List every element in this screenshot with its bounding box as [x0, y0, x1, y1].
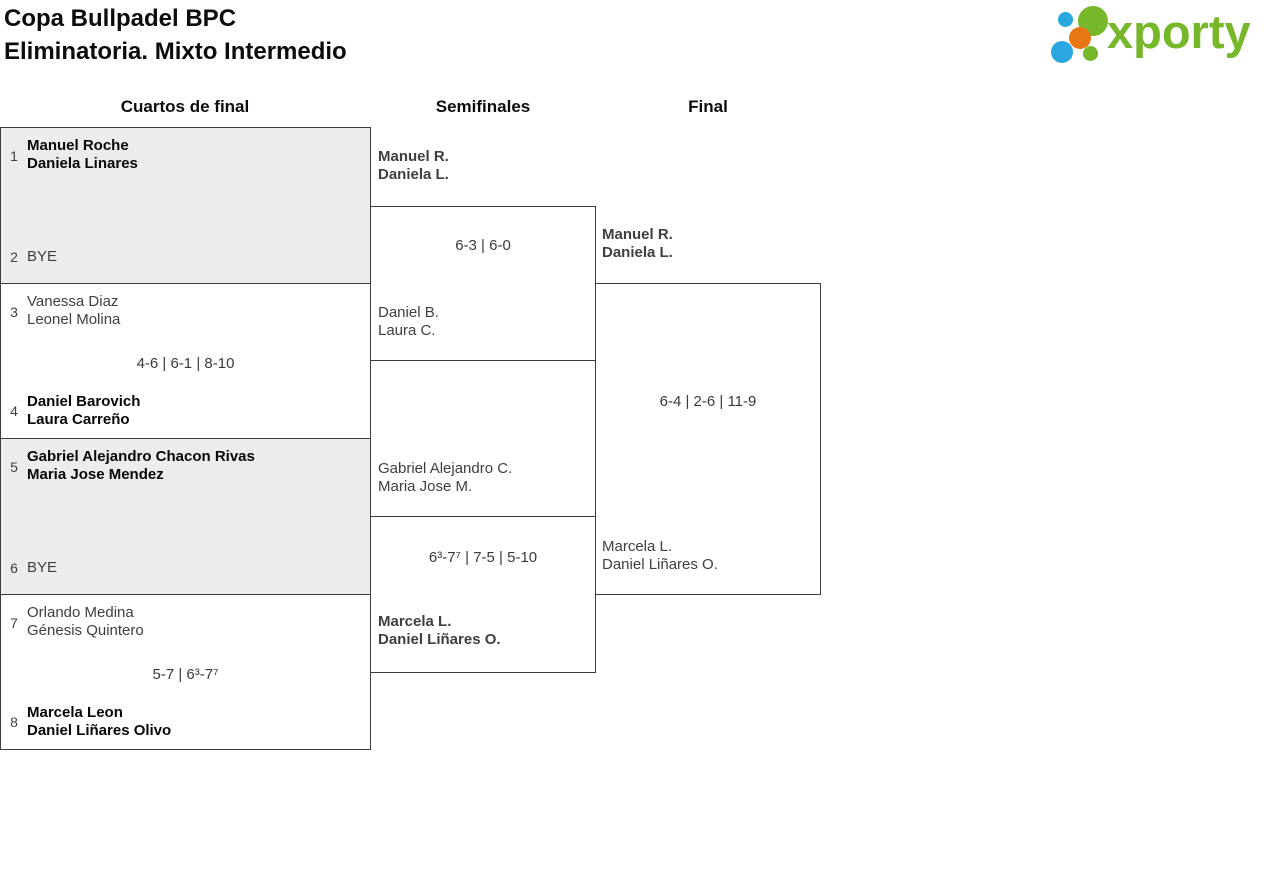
seed-number: 3: [10, 304, 18, 320]
qf-match-3: 5 Gabriel Alejandro Chacon Rivas Maria J…: [0, 438, 371, 595]
player-name: Daniel Liñares O.: [378, 631, 501, 648]
team-pair: Gabriel Alejandro C. Maria Jose M.: [378, 460, 512, 496]
player-name: Gabriel Alejandro C.: [378, 460, 513, 477]
player-name: Manuel Roche: [27, 137, 129, 154]
sf-match-2: [370, 516, 596, 673]
player-name: Maria Jose M.: [378, 478, 473, 495]
bye-label: BYE: [27, 559, 58, 576]
round-header-final: Final: [688, 97, 728, 116]
team-pair: Marcela L. Daniel Liñares O.: [378, 613, 501, 649]
qf-match-4: 7 Orlando Medina Génesis Quintero 5-7 | …: [0, 594, 371, 750]
player-name: Daniela L.: [602, 244, 673, 261]
team-pair: Daniel B. Laura C.: [378, 304, 439, 340]
page-title: Copa Bullpadel BPC Eliminatoria. Mixto I…: [4, 2, 347, 68]
player-name: Daniel Liñares O.: [602, 556, 718, 573]
match-score: 6³-7⁷ | 7-5 | 5-10: [428, 549, 538, 566]
round-header-semifinals: Semifinales: [435, 97, 531, 116]
bye-label: BYE: [27, 248, 58, 265]
seed-number: 5: [10, 459, 18, 475]
logo-wordmark: xporty: [1107, 5, 1251, 58]
player-name: Marcela L.: [378, 613, 452, 630]
seed-number: 2: [10, 249, 18, 265]
player-name: Leonel Molina: [27, 311, 121, 328]
player-name: Manuel R.: [602, 226, 673, 243]
logo-dot-icon: [1051, 41, 1073, 63]
player-name: Marcela Leon: [27, 704, 123, 721]
team-pair: Marcela Leon Daniel Liñares Olivo: [27, 704, 171, 740]
tournament-name: Copa Bullpadel BPC: [4, 5, 237, 32]
player-name: Daniela Linares: [27, 155, 138, 172]
match-score: 5-7 | 6³-7⁷: [152, 666, 219, 683]
team-pair: Manuel Roche Daniela Linares: [27, 137, 138, 173]
team-pair: Manuel R. Daniela L.: [602, 226, 673, 262]
seed-number: 6: [10, 560, 18, 576]
qf-match-1: 1 Manuel Roche Daniela Linares 2 BYE: [0, 127, 371, 284]
seed-number: 1: [10, 148, 18, 164]
player-name: Daniel Barovich: [27, 393, 141, 410]
team-pair: Manuel R. Daniela L.: [378, 148, 449, 184]
team-pair: Daniel Barovich Laura Carreño: [27, 393, 140, 429]
player-name: Maria Jose Mendez: [27, 466, 164, 483]
match-score: 6-4 | 2-6 | 11-9: [659, 393, 757, 410]
seed-number: 4: [10, 403, 18, 419]
player-name: Laura Carreño: [27, 411, 130, 428]
player-name: Daniela L.: [378, 166, 449, 183]
qf-match-2: 3 Vanessa Diaz Leonel Molina 4-6 | 6-1 |…: [0, 283, 371, 439]
seed-number: 7: [10, 615, 18, 631]
team-pair: Gabriel Alejandro Chacon Rivas Maria Jos…: [27, 448, 255, 484]
phase-category: Eliminatoria. Mixto Intermedio: [4, 38, 347, 65]
team-pair: Marcela L. Daniel Liñares O.: [602, 538, 718, 574]
player-name: Daniel Liñares Olivo: [27, 722, 172, 739]
player-name: Daniel B.: [378, 304, 439, 321]
player-name: Laura C.: [378, 322, 436, 339]
match-score: 4-6 | 6-1 | 8-10: [136, 355, 235, 372]
final-match: [595, 283, 821, 595]
round-header-quarterfinals: Cuartos de final: [120, 97, 250, 116]
player-name: Orlando Medina: [27, 604, 134, 621]
player-name: Génesis Quintero: [27, 622, 144, 639]
player-name: Manuel R.: [378, 148, 449, 165]
player-name: Vanessa Diaz: [27, 293, 119, 310]
player-name: Gabriel Alejandro Chacon Rivas: [27, 448, 255, 465]
logo-dot-icon: [1069, 27, 1091, 49]
player-name: Marcela L.: [602, 538, 673, 555]
match-score: 6-3 | 6-0: [455, 237, 511, 254]
logo-dot-icon: [1058, 12, 1073, 27]
seed-number: 8: [10, 714, 18, 730]
team-pair: Vanessa Diaz Leonel Molina: [27, 293, 120, 329]
logo-dot-icon: [1083, 46, 1098, 61]
team-pair: Orlando Medina Génesis Quintero: [27, 604, 144, 640]
